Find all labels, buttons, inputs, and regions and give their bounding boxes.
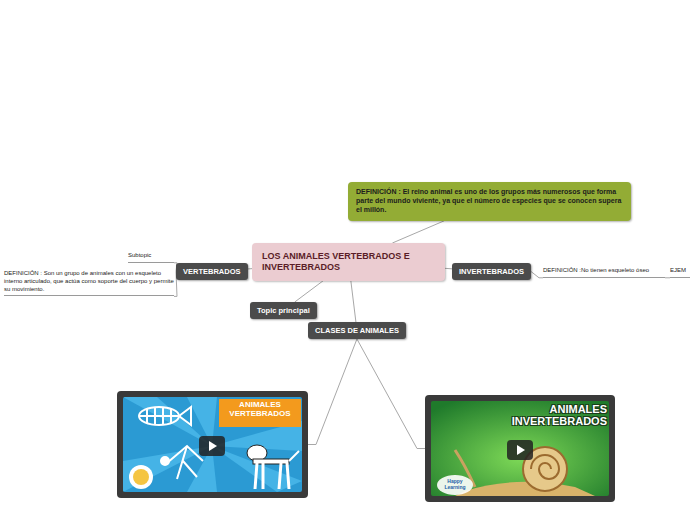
logo-ground bbox=[437, 475, 473, 495]
illustration-part bbox=[255, 463, 289, 489]
illustration-part bbox=[123, 446, 212, 492]
illustration-part bbox=[167, 446, 203, 479]
video-node: ANIMALES INVERTEBRADOS Happy Learning bbox=[425, 395, 615, 502]
topic-box: Topic principal bbox=[250, 302, 317, 319]
subtopic-text: Subtopic bbox=[128, 252, 174, 263]
connector bbox=[308, 339, 357, 445]
play-button bbox=[199, 436, 225, 456]
dog-skeleton bbox=[247, 445, 299, 489]
play-button bbox=[507, 440, 533, 460]
illustration-part bbox=[139, 415, 181, 417]
bird-skeleton bbox=[161, 446, 203, 479]
connector bbox=[351, 281, 356, 322]
thumbnail-text: ANIMALES INVERTEBRADOS bbox=[477, 403, 607, 427]
illustration-part bbox=[289, 451, 299, 461]
play-icon bbox=[209, 441, 217, 451]
node-text: LOS ANIMALES VERTEBRADOS E INVERTEBRADOS bbox=[262, 251, 435, 273]
title-banner bbox=[219, 399, 301, 427]
connector bbox=[295, 281, 324, 302]
sun-rays bbox=[123, 397, 302, 492]
definition-text: DEFINICIÓN :No tienen esqueleto óseo bbox=[543, 267, 665, 278]
node-text: Subtopic bbox=[128, 252, 174, 260]
sky-background bbox=[123, 397, 302, 492]
central-topic: LOS ANIMALES VERTEBRADOS E INVERTEBRADOS bbox=[252, 243, 445, 281]
fish-skeleton bbox=[139, 407, 191, 425]
node-text: DEFINICIÓN : El reino animal es uno de l… bbox=[356, 188, 623, 215]
node-text: INVERTEBRADOS bbox=[459, 267, 524, 276]
illustration-part bbox=[179, 407, 191, 425]
play-icon bbox=[517, 445, 525, 455]
definition-text: DEFINICIÓN : Son un grupo de animales co… bbox=[4, 270, 174, 296]
video-frame bbox=[425, 395, 615, 502]
node-text: Topic principal bbox=[257, 306, 310, 315]
node-text: EJEM bbox=[670, 267, 690, 275]
topic-box: CLASES DE ANIMALES bbox=[308, 322, 406, 339]
illustration-part bbox=[123, 397, 302, 492]
node-text: CLASES DE ANIMALES bbox=[315, 326, 399, 335]
channel-logo bbox=[129, 465, 153, 489]
leaf-background bbox=[431, 401, 609, 496]
illustration-part bbox=[147, 407, 171, 425]
topic-box: VERTEBRADOS bbox=[176, 263, 248, 280]
topic-box: INVERTEBRADOS bbox=[452, 263, 531, 280]
video-frame bbox=[117, 391, 308, 498]
shell-spiral bbox=[531, 455, 559, 479]
definition-box: DEFINICIÓN : El reino animal es uno de l… bbox=[348, 182, 631, 221]
thumbnail-text: ANIMALES VERTEBRADOS bbox=[221, 401, 299, 419]
illustration-part bbox=[431, 401, 609, 496]
thumbnail-text: Happy Learning bbox=[441, 479, 469, 490]
illustration-part bbox=[161, 457, 169, 465]
connector bbox=[445, 268, 452, 269]
connector bbox=[392, 221, 444, 243]
video-node: ANIMALES VERTEBRADOS bbox=[117, 391, 308, 498]
channel-logo-center bbox=[133, 469, 149, 485]
connector bbox=[357, 339, 425, 449]
node-text: DEFINICIÓN :No tienen esqueleto óseo bbox=[543, 267, 665, 275]
node-text: VERTEBRADOS bbox=[183, 267, 241, 276]
connector bbox=[531, 272, 543, 278]
example-text: EJEM bbox=[670, 267, 690, 278]
snail-body bbox=[455, 482, 595, 496]
node-text: DEFINICIÓN : Son un grupo de animales co… bbox=[4, 270, 174, 293]
illustration-part bbox=[212, 446, 302, 492]
